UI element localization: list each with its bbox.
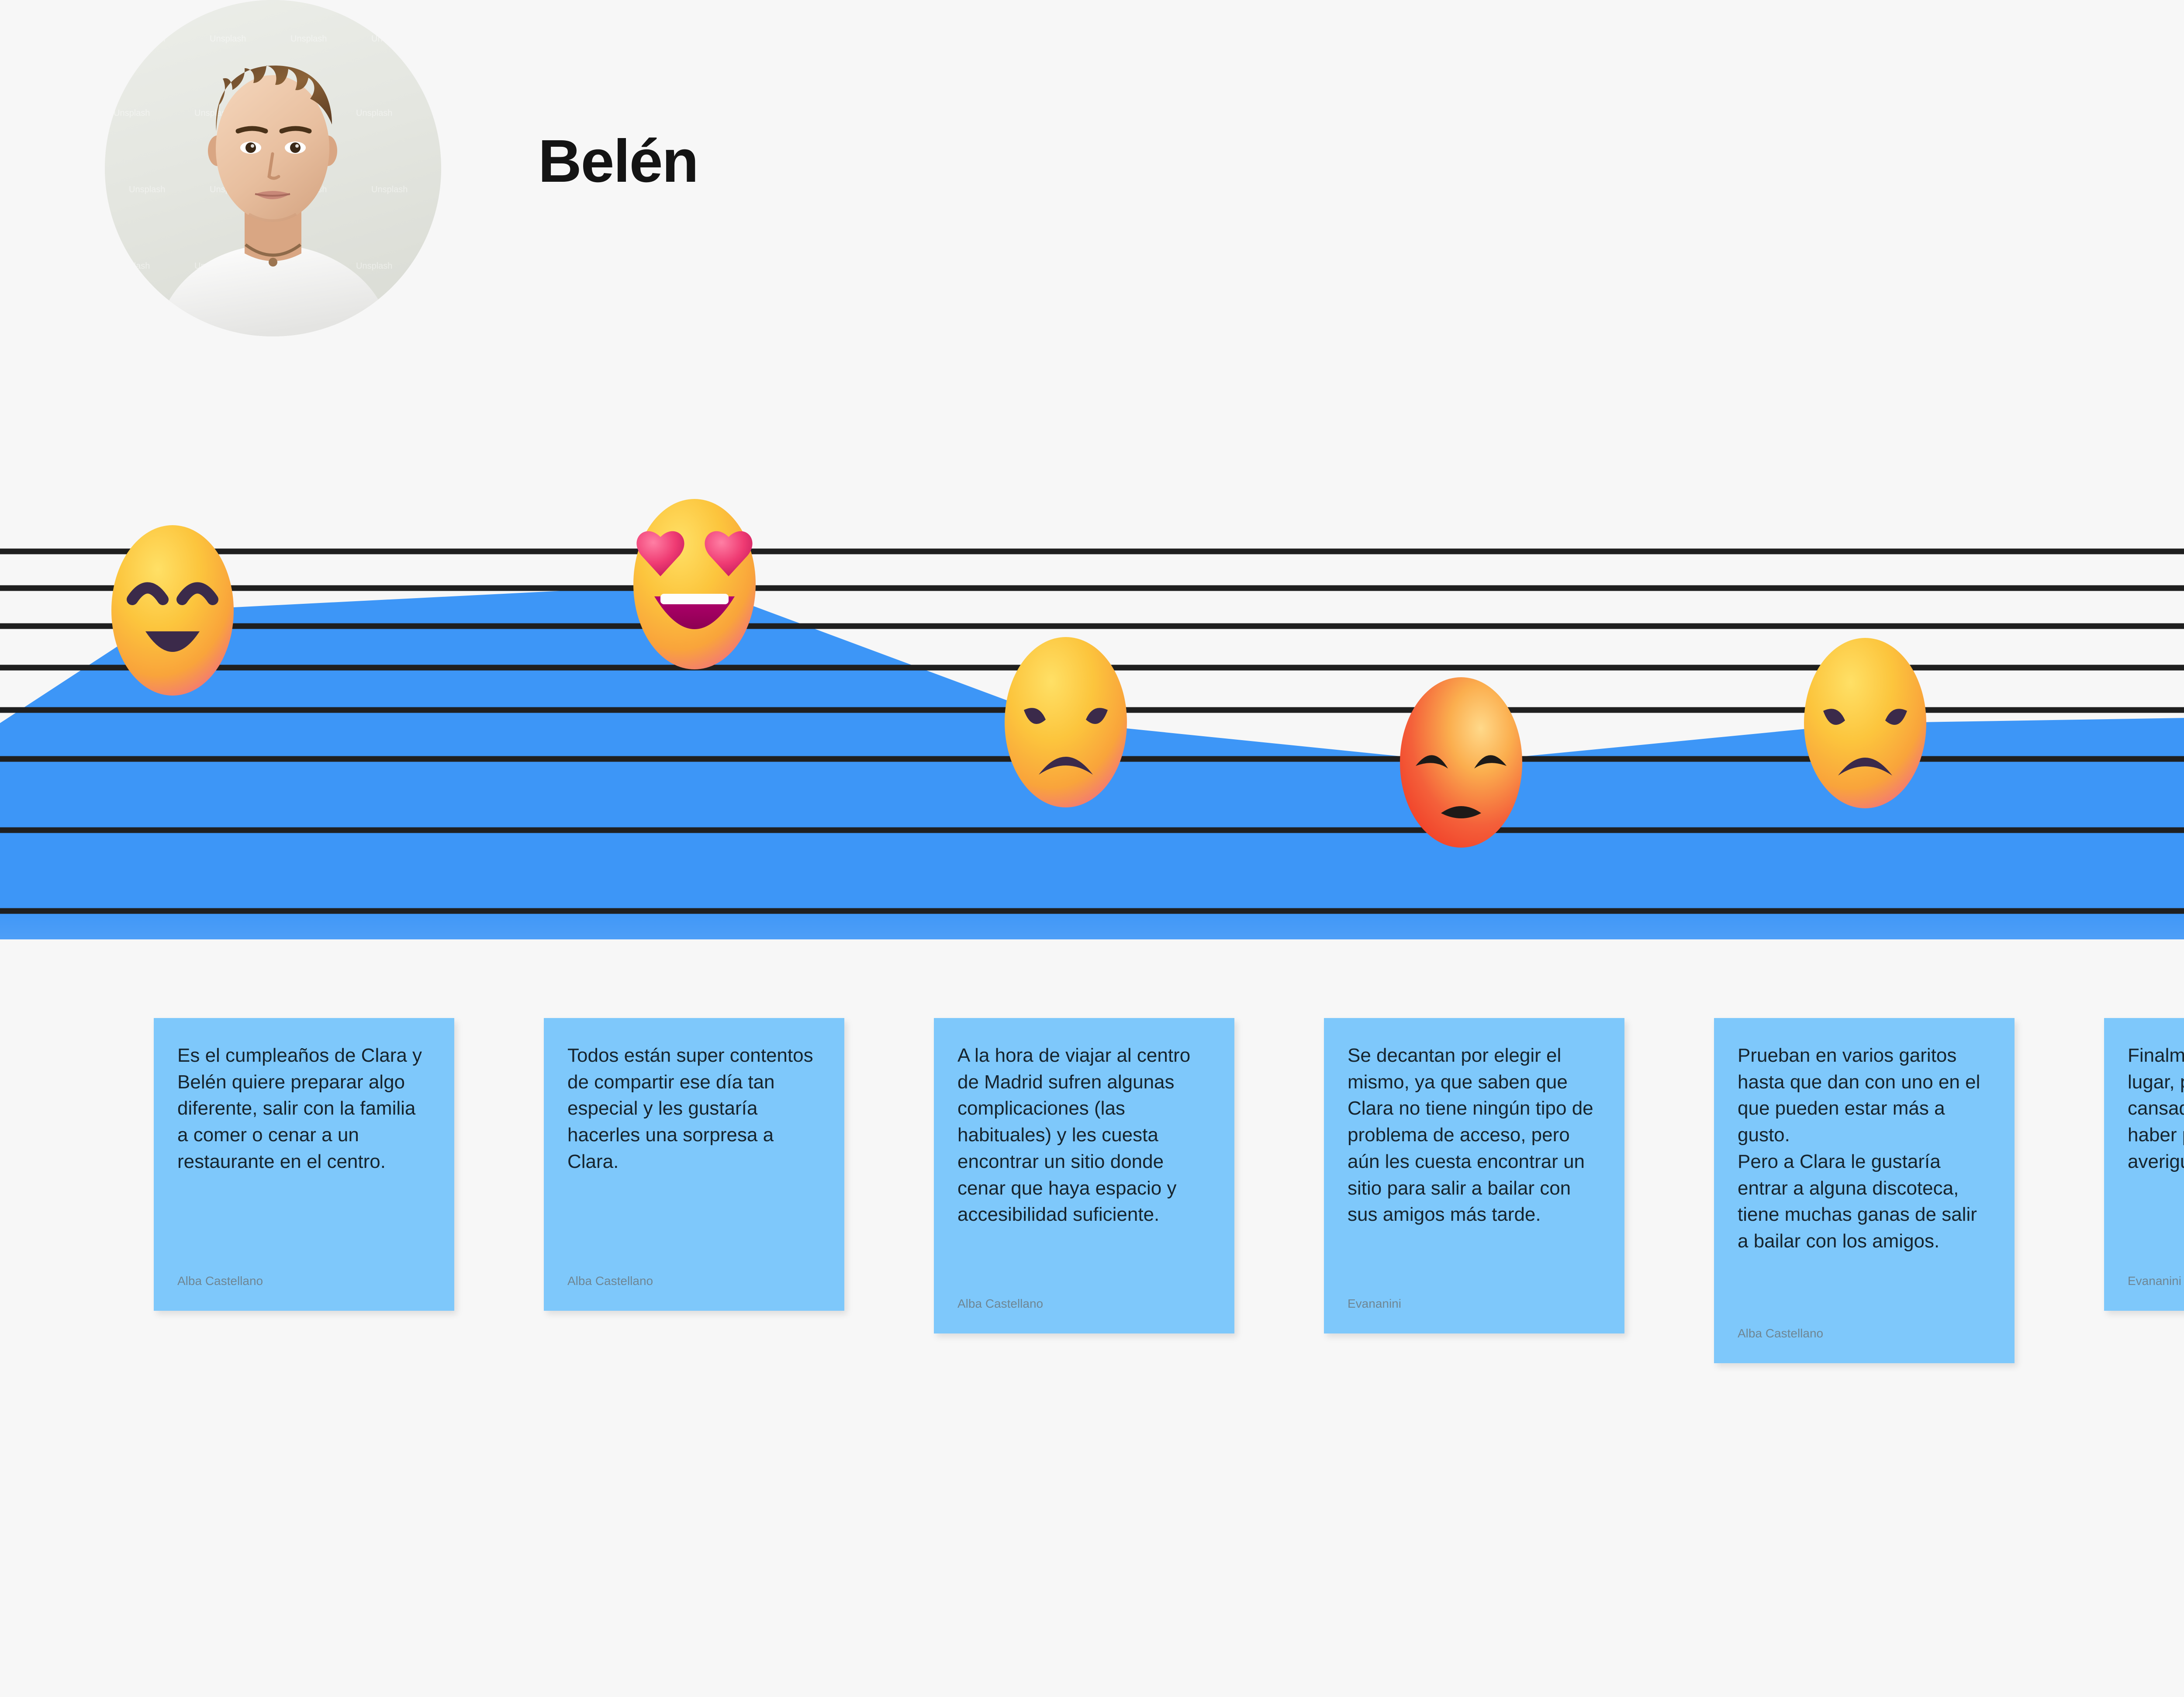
svg-text:Unsplash: Unsplash <box>210 34 246 44</box>
notes-row: Es el cumpleaños de Clara y Belén quiere… <box>0 1018 2184 1411</box>
smiling-face-with-smiling-eyes-icon <box>111 525 234 696</box>
list-item[interactable]: Se decantan por elegir el mismo, ya que … <box>1324 1018 1624 1333</box>
list-item[interactable]: Es el cumpleaños de Clara y Belén quiere… <box>154 1018 454 1311</box>
list-item[interactable]: Finalmente, encuentran un lugar, pero es… <box>2104 1018 2184 1311</box>
svg-text:Unsplash: Unsplash <box>356 261 392 271</box>
emotion-marker-2[interactable] <box>633 499 756 669</box>
gridlines <box>0 548 2184 914</box>
svg-text:Unsplash: Unsplash <box>194 108 231 118</box>
svg-text:Unsplash: Unsplash <box>114 108 150 118</box>
emotion-marker-5[interactable] <box>1804 638 1926 808</box>
emotion-journey-chart <box>0 499 2184 939</box>
list-item[interactable]: Todos están super contentos de compartir… <box>544 1018 844 1311</box>
note-author: Alba Castellano <box>957 1297 1044 1310</box>
svg-text:Unsplash: Unsplash <box>129 314 165 323</box>
svg-text:Unsplash: Unsplash <box>356 108 392 118</box>
note-author: Evananini <box>1348 1297 1401 1310</box>
svg-text:Unsplash: Unsplash <box>129 185 165 194</box>
note-body: A la hora de viajar al centro de Madrid … <box>957 1045 1191 1226</box>
note-author: Alba Castellano <box>1738 1326 1824 1340</box>
svg-text:Unsplash: Unsplash <box>371 185 408 194</box>
emotion-marker-1[interactable] <box>111 525 234 696</box>
svg-text:Unsplash: Unsplash <box>129 34 165 44</box>
emotion-marker-3[interactable] <box>1005 637 1127 807</box>
note-author: Evananini <box>2128 1274 2181 1288</box>
page-title: Belén <box>538 128 699 195</box>
note-body: Finalmente, encuentran un lugar, pero es… <box>2128 1045 2184 1172</box>
note-body: Todos están super contentos de compartir… <box>567 1045 813 1172</box>
disappointed-face-icon <box>1804 638 1926 808</box>
disappointed-face-icon <box>1005 637 1127 807</box>
svg-text:Unsplash: Unsplash <box>371 314 408 323</box>
note-body: Prueban en varios garitos hasta que dan … <box>1738 1045 1980 1252</box>
list-item[interactable]: A la hora de viajar al centro de Madrid … <box>934 1018 1234 1333</box>
note-author: Alba Castellano <box>567 1274 653 1288</box>
note-body: Es el cumpleaños de Clara y Belén quiere… <box>177 1045 422 1172</box>
list-item[interactable]: Prueban en varios garitos hasta que dan … <box>1714 1018 2015 1363</box>
angry-face-icon <box>1400 677 1522 848</box>
smiling-face-with-heart-eyes-icon <box>633 499 756 669</box>
svg-text:Unsplash: Unsplash <box>371 34 408 44</box>
svg-text:Unsplash: Unsplash <box>290 34 327 44</box>
emotion-marker-4[interactable] <box>1400 677 1522 848</box>
note-body: Se decantan por elegir el mismo, ya que … <box>1348 1045 1593 1226</box>
note-author: Alba Castellano <box>177 1274 263 1288</box>
svg-text:Unsplash: Unsplash <box>114 261 150 271</box>
